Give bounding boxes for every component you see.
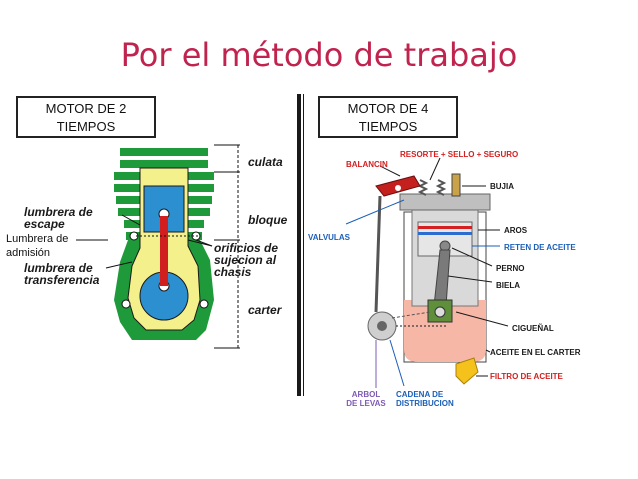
four-stroke-engine-illustration — [345, 157, 509, 388]
piston-ring — [418, 232, 472, 235]
spark-plug — [451, 173, 461, 197]
label-filtro-aceite: FILTRO DE ACEITE — [490, 372, 563, 381]
box-line-2: TIEMPOS — [56, 119, 116, 134]
section-brackets — [214, 144, 240, 349]
leader-lines-right — [345, 157, 509, 388]
label-bloque: bloque — [248, 213, 288, 227]
box-line-1: MOTOR DE 2 — [45, 101, 127, 116]
label-culata: culata — [248, 155, 283, 169]
label-carter: carter — [248, 303, 282, 317]
valve-springs — [417, 179, 447, 196]
two-stroke-engine-illustration — [76, 144, 240, 349]
label-resorte-sello-seguro: RESORTE + SELLO + SEGURO — [400, 150, 519, 159]
oil-in-crankcase — [404, 300, 486, 362]
page-title: Por el método de trabajo — [120, 36, 518, 74]
label-valvulas: VALVULAS — [308, 233, 350, 242]
oil-filter — [455, 357, 479, 385]
timing-chain-line — [391, 311, 431, 319]
push-rod — [374, 195, 382, 313]
label-aceite-carter: ACEITE EN EL CARTER — [490, 348, 581, 357]
label-balancin: BALANCIN — [346, 160, 388, 169]
box-line-1: MOTOR DE 4 — [347, 101, 429, 116]
label-perno: PERNO — [496, 264, 525, 273]
label-arbol-levas: ARBOL DE LEVAS — [346, 390, 386, 408]
label-biela: BIELA — [496, 281, 520, 290]
label-orificios-sujecion: orificios de sujecion al chasis — [214, 241, 279, 279]
connecting-rod — [160, 216, 168, 286]
label-reten-aceite: RETEN DE ACEITE — [504, 243, 576, 252]
panel-divider — [297, 94, 301, 396]
crankshaft — [434, 306, 446, 318]
mount-hole — [199, 299, 209, 309]
label-cadena-distribucion: CADENA DE DISTRIBUCION — [396, 390, 454, 408]
mount-hole — [121, 299, 131, 309]
piston-ring — [418, 226, 472, 229]
label-cigueñal: CIGUEÑAL — [512, 324, 554, 333]
label-lumbrera-admision: Lumbrera de admisión — [6, 233, 69, 259]
four-stroke-engine-title-box: MOTOR DE 4 TIEMPOS — [318, 96, 458, 138]
two-stroke-engine-title-box: MOTOR DE 2 TIEMPOS — [16, 96, 156, 138]
label-lumbrera-transferencia: lumbrera de transferencia — [24, 261, 100, 287]
leader-lines — [76, 214, 213, 269]
label-lumbrera-escape: lumbrera de escape — [24, 205, 93, 231]
box-line-2: TIEMPOS — [358, 119, 418, 134]
cylinder-head — [399, 193, 491, 211]
label-bujia: BUJIA — [490, 182, 515, 191]
label-aros: AROS — [504, 226, 528, 235]
